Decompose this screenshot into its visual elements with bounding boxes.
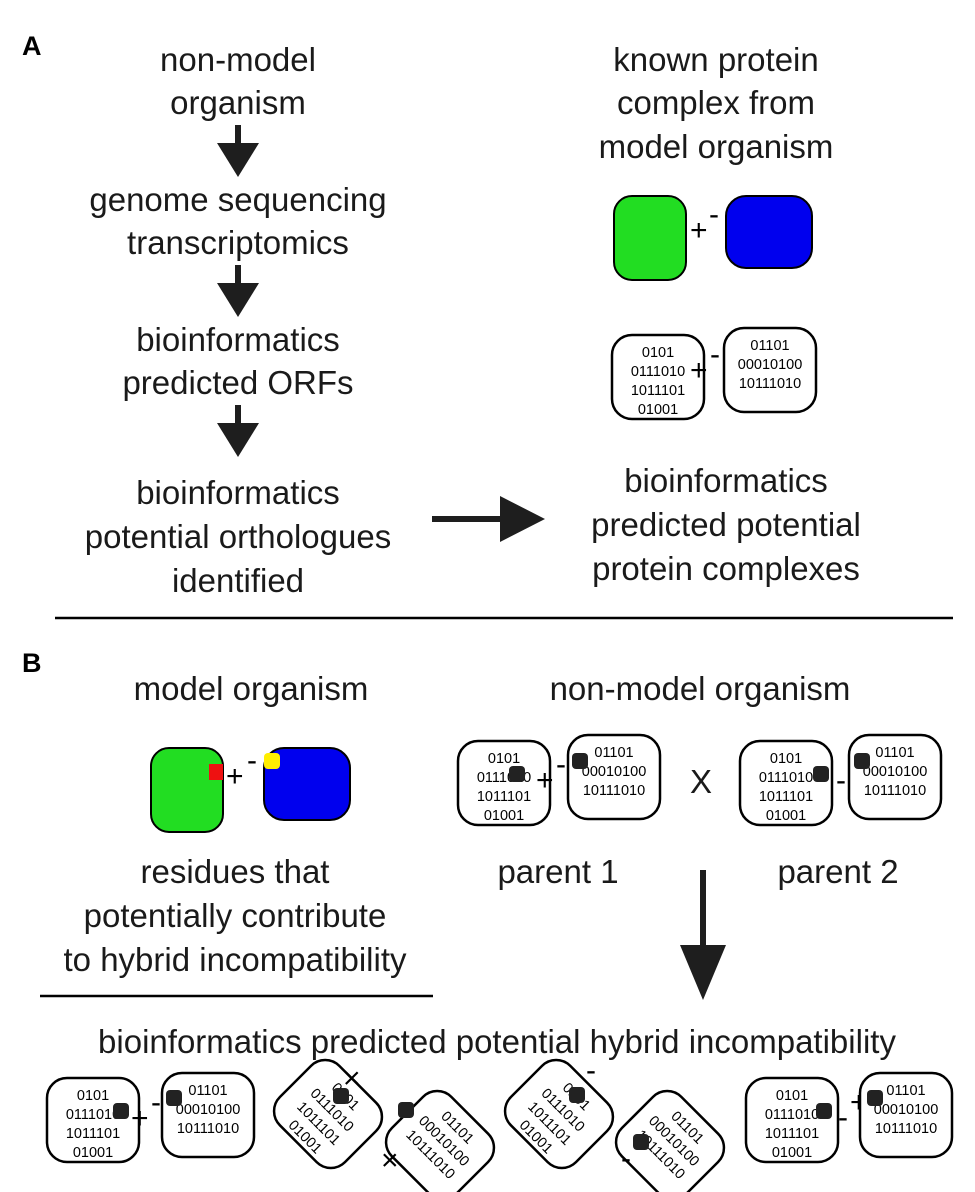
panel-b-label: B: [22, 648, 42, 678]
step4-line2: potential orthologues: [85, 518, 391, 555]
incompatible-mark: ×: [343, 1062, 361, 1095]
minus-sign: -: [836, 764, 846, 797]
blue-protein: [725, 195, 813, 269]
combo2-protein-a: [264, 1050, 392, 1178]
cross-symbol: X: [690, 763, 712, 800]
minus-sign: -: [586, 1054, 596, 1087]
residue-marker: [509, 766, 525, 782]
minus-sign: -: [838, 1101, 848, 1134]
parent2-protein-b: [847, 733, 943, 821]
minus-sign: -: [709, 198, 719, 231]
parent2-protein-a: [738, 739, 834, 827]
combo3-protein-b: [606, 1081, 734, 1192]
non-model-organism-title: non-model organism: [550, 670, 851, 707]
residue-marker: [867, 1090, 883, 1106]
known-complex-line1: known protein: [613, 41, 818, 78]
blue-protein: [263, 747, 351, 821]
residue-marker: [854, 753, 870, 769]
step2-line1: genome sequencing: [89, 181, 386, 218]
residue-marker: [569, 1087, 585, 1103]
residue-marker: [816, 1103, 832, 1119]
step4-line3: identified: [172, 562, 304, 599]
known-complex-line2: complex from: [617, 84, 815, 121]
down-arrow-icon: [680, 870, 726, 1000]
residue-marker: [572, 753, 588, 769]
residue-marker: [333, 1088, 349, 1104]
green-protein: [150, 747, 224, 833]
red-residue: [209, 764, 223, 780]
combo1-protein-a: [45, 1076, 141, 1164]
incompatible-mark: ×: [381, 1144, 399, 1177]
plus-sign: +: [690, 214, 708, 247]
minus-sign: -: [247, 744, 257, 777]
parent1-label: parent 1: [497, 853, 618, 890]
right-arrow-icon: [432, 496, 545, 542]
predicted-line1: bioinformatics: [624, 462, 828, 499]
step3-line2: predicted ORFs: [122, 364, 353, 401]
step1-line2: organism: [170, 84, 306, 121]
parent2-label: parent 2: [777, 853, 898, 890]
down-arrow-icon: [217, 125, 259, 177]
combo3-protein-a: [495, 1050, 623, 1178]
step1-line1: non-model: [160, 41, 316, 78]
plus-sign: +: [131, 1102, 149, 1135]
combo4-protein-b: [858, 1071, 954, 1159]
parent1-protein-b: [566, 733, 662, 821]
minus-sign: -: [556, 748, 566, 781]
step4-line1: bioinformatics: [136, 474, 340, 511]
minus-sign: -: [621, 1142, 631, 1175]
combo1-protein-b: [160, 1071, 256, 1159]
down-arrow-icon: [217, 265, 259, 317]
binary-protein-b: [722, 326, 818, 414]
residues-line1: residues that: [141, 853, 330, 890]
step2-line2: transcriptomics: [127, 224, 349, 261]
minus-sign: -: [710, 338, 720, 371]
plus-sign: +: [690, 354, 708, 387]
combo4-protein-a: [744, 1076, 840, 1164]
residue-marker: [113, 1103, 129, 1119]
model-organism-title: model organism: [134, 670, 369, 707]
panel-a-label: A: [22, 31, 42, 61]
plus-sign: +: [536, 764, 554, 797]
yellow-residue: [264, 753, 280, 769]
residue-marker: [813, 766, 829, 782]
residue-marker: [398, 1102, 414, 1118]
residues-line3: to hybrid incompatibility: [64, 941, 407, 978]
minus-sign: -: [151, 1086, 161, 1119]
residue-marker: [166, 1090, 182, 1106]
residue-marker: [633, 1134, 649, 1150]
predicted-line3: protein complexes: [592, 550, 860, 587]
residues-line2: potentially contribute: [84, 897, 387, 934]
plus-sign: +: [226, 760, 244, 793]
step3-line1: bioinformatics: [136, 321, 340, 358]
predicted-line2: predicted potential: [591, 506, 861, 543]
known-complex-line3: model organism: [599, 128, 834, 165]
bottom-title: bioinformatics predicted potential hybri…: [98, 1023, 896, 1060]
green-protein: [613, 195, 687, 281]
down-arrow-icon: [217, 405, 259, 457]
